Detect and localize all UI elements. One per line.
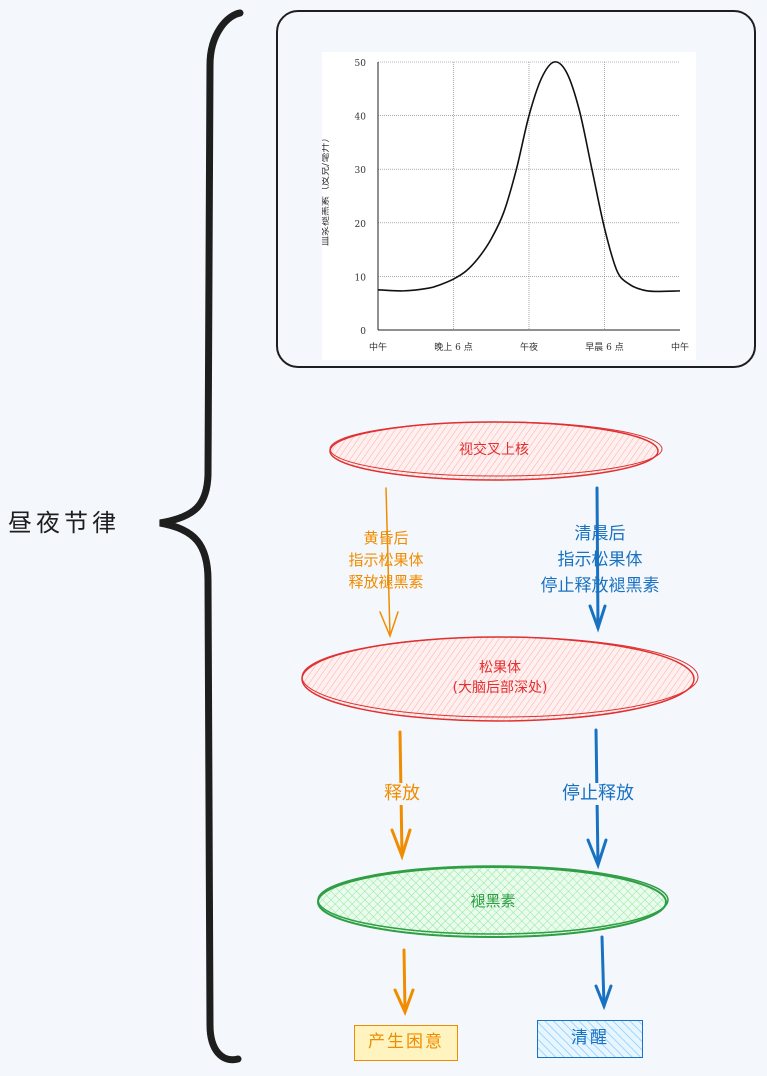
dawn-label: 清晨后 指示松果体 停止释放褪黑素 (500, 521, 700, 599)
dusk-label-line1: 黄昏后 (363, 529, 409, 547)
scn-node-label: 视交叉上核 (459, 442, 529, 458)
y-tick-label: 40 (355, 113, 367, 123)
y-tick-label: 30 (355, 166, 367, 176)
x-tick-label: 中午 (671, 341, 689, 353)
pineal-name: 松果体 (479, 660, 521, 676)
chart-paper (322, 52, 696, 360)
series-line (377, 61, 681, 293)
stop-release-label: 停止释放 (540, 783, 656, 805)
release-label: 释放 (360, 783, 444, 805)
curly-brace (159, 9, 244, 1064)
dawn-label-line2: 指示松果体 (557, 550, 643, 570)
y-tick-label: 0 (360, 327, 366, 337)
dawn-label-line1: 清晨后 (574, 524, 626, 544)
dusk-label-line3: 释放褪黑素 (348, 573, 424, 591)
y-axis-label: 血浆褪黑素（皮克/毫升） (322, 133, 331, 246)
result-sleepy: 产生困意 (354, 1025, 458, 1061)
y-tick-label: 10 (355, 273, 367, 283)
melatonin-node-label: 褪黑素 (470, 892, 516, 910)
x-tick-label: 晚上 6 点 (434, 342, 472, 353)
y-tick-label: 50 (355, 59, 367, 69)
diagram-title: 昼夜节律 (8, 509, 120, 537)
dawn-label-line3: 停止释放褪黑素 (540, 576, 660, 596)
pineal-location: (大脑后部深处) (452, 680, 548, 696)
x-tick-label: 中午 (369, 341, 387, 353)
dusk-label: 黄昏后 指示松果体 释放褪黑素 (318, 527, 454, 593)
pineal-node-label: 松果体 (大脑后部深处) (400, 658, 600, 698)
dusk-label-line2: 指示松果体 (348, 551, 424, 569)
arrow-to-awake (594, 935, 613, 1011)
arrow-to-sleepy (393, 948, 415, 1016)
result-awake: 清醒 (537, 1020, 643, 1058)
x-tick-label: 早晨 6 点 (585, 342, 623, 353)
melatonin-chart: 血浆褪黑素（皮克/毫升） 0 10 20 30 40 50 中午 晚上 6 点 午夜 早晨 6 点… (322, 59, 689, 353)
y-tick-label: 20 (355, 220, 367, 230)
x-tick-label: 午夜 (520, 341, 538, 353)
